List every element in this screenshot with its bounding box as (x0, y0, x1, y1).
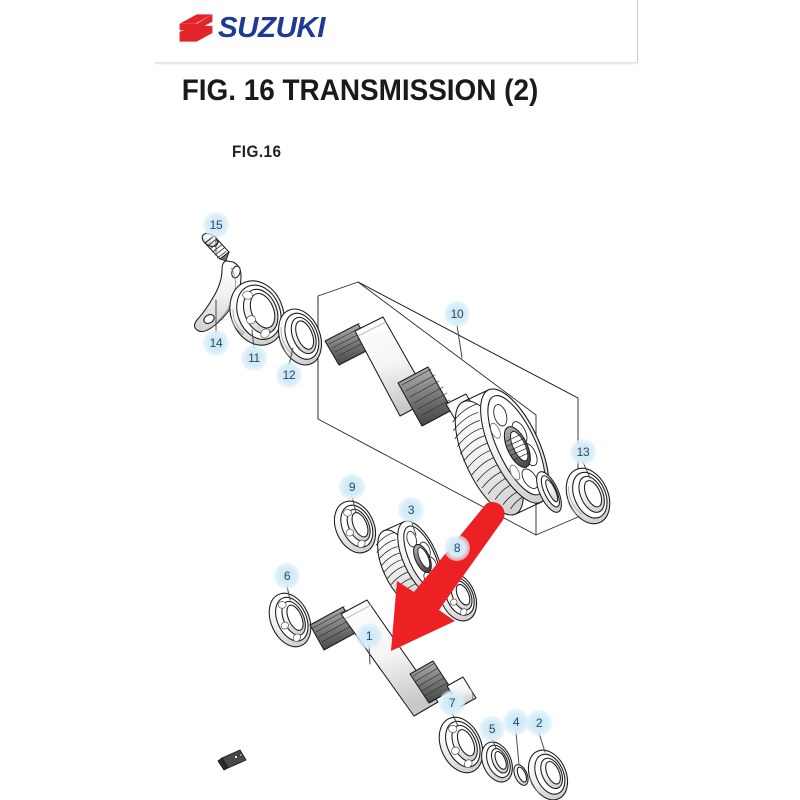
callout-badge[interactable]: 2 (526, 710, 552, 736)
callout-badge[interactable]: 1 (356, 623, 382, 649)
bearing-13-part (565, 467, 611, 525)
callout-badge[interactable]: 4 (503, 709, 529, 735)
bearing-retainer-plate-part (193, 260, 242, 333)
callout-badge[interactable]: 5 (479, 716, 505, 742)
callout-badge[interactable]: 7 (439, 690, 465, 716)
callout-badge[interactable]: 8 (444, 535, 470, 561)
bearing-6-part (268, 592, 312, 648)
callout-badge[interactable]: 3 (398, 497, 424, 523)
callout-badge[interactable]: 15 (203, 212, 229, 238)
callout-badge[interactable]: 6 (274, 563, 300, 589)
callout-badge[interactable]: 11 (241, 345, 267, 371)
brand-name: SUZUKI (217, 11, 326, 44)
bearing-8-part (438, 572, 478, 622)
suzuki-logo: SUZUKI (178, 11, 326, 44)
page-header (155, 0, 638, 63)
callout-badge[interactable]: 13 (570, 439, 596, 465)
oil-seal-12-part (277, 308, 323, 366)
red-pointer-arrow-icon (391, 502, 505, 651)
washer-4-part (513, 764, 529, 786)
callout-badge[interactable]: 12 (276, 362, 302, 388)
header-divider (155, 62, 638, 65)
callout-badge[interactable]: 10 (444, 301, 470, 327)
final-drive-ring-gear-part (452, 388, 550, 516)
page-title: FIG. 16 TRANSMISSION (2) (181, 74, 539, 107)
oil-gutter-bracket-part (217, 749, 247, 771)
bearing-11-part (229, 280, 285, 346)
main-shaft-part (324, 316, 511, 447)
figure-label: FIG.16 (232, 142, 282, 161)
oil-seal-5-part (481, 741, 513, 783)
bearing-9-part (333, 500, 377, 554)
bearing-2-part (527, 749, 569, 800)
callout-badge[interactable]: 14 (203, 330, 229, 356)
oil-seal-inner-part (536, 471, 562, 513)
callout-badge[interactable]: 9 (339, 474, 365, 500)
final-driven-gear-part (375, 520, 444, 606)
suzuki-s-emblem-icon (179, 14, 213, 42)
